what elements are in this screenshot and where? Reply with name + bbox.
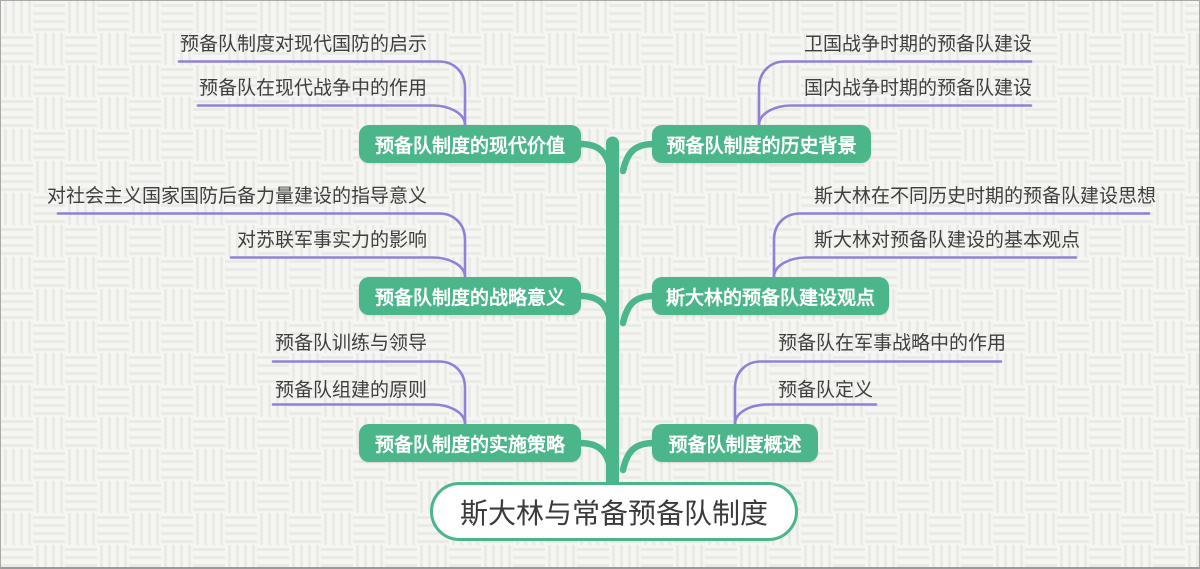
root-topic-node[interactable]: 斯大林与常备预备队制度 — [430, 482, 798, 541]
leaf-training-leadership[interactable]: 预备队训练与领导 — [274, 333, 427, 354]
leaf-stalin-period-thoughts[interactable]: 斯大林在不同历史时期的预备队建设思想 — [814, 186, 1157, 207]
leaf-soviet-military-impact[interactable]: 对苏联军事实力的影响 — [236, 230, 427, 251]
leaf-reserve-definition[interactable]: 预备队定义 — [778, 380, 874, 401]
branch-node-strategic-significance[interactable]: 预备队制度的战略意义 — [359, 277, 581, 315]
leaf-modern-defense-inspiration[interactable]: 预备队制度对现代国防的启示 — [179, 34, 427, 55]
leaf-role-in-military-strategy[interactable]: 预备队在军事战略中的作用 — [778, 333, 1007, 354]
leaf-civil-war-reserve[interactable]: 国内战争时期的预备队建设 — [804, 78, 1033, 99]
leaf-connectors — [56, 60, 1151, 427]
leaf-role-in-modern-war[interactable]: 预备队在现代战争中的作用 — [198, 78, 427, 99]
leaf-socialist-guidance[interactable]: 对社会主义国家国防后备力量建设的指导意义 — [46, 186, 427, 207]
leaf-formation-principles[interactable]: 预备队组建的原则 — [274, 380, 427, 401]
branch-connectors — [576, 140, 658, 474]
branch-node-historical-background[interactable]: 预备队制度的历史背景 — [652, 125, 871, 163]
branch-node-stalin-viewpoints[interactable]: 斯大林的预备队建设观点 — [652, 277, 889, 315]
branch-node-modern-value[interactable]: 预备队制度的现代价值 — [359, 125, 581, 163]
leaf-patriotic-war-reserve[interactable]: 卫国战争时期的预备队建设 — [804, 34, 1033, 55]
leaf-stalin-basic-views[interactable]: 斯大林对预备队建设的基本观点 — [814, 230, 1081, 251]
branch-node-overview[interactable]: 预备队制度概述 — [652, 424, 818, 462]
branch-node-implementation-strategy[interactable]: 预备队制度的实施策略 — [359, 424, 581, 462]
